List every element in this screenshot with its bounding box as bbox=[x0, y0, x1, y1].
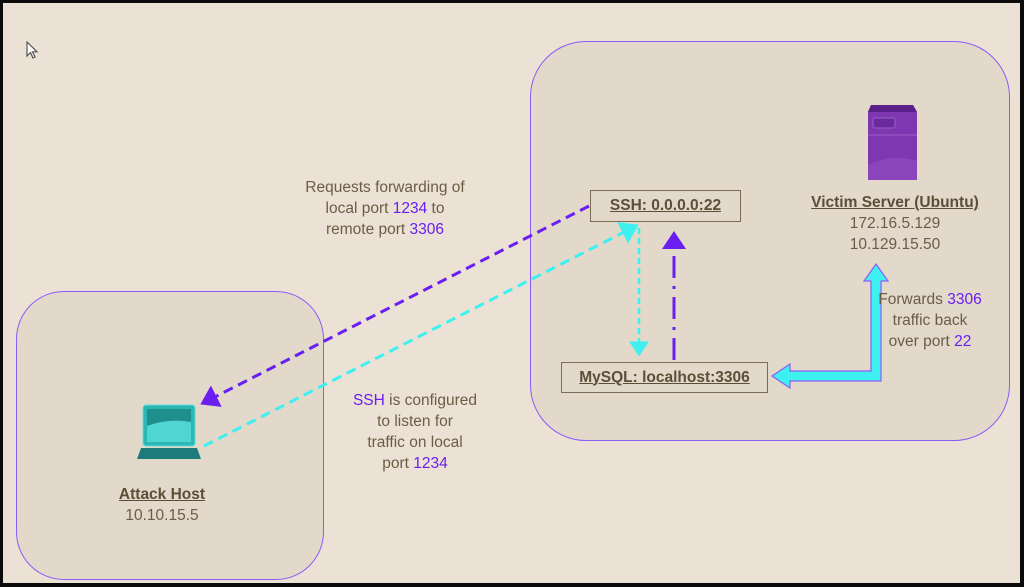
listen-annotation: SSH is configured to listen for traffic … bbox=[330, 390, 500, 474]
forward-line-3: over port 22 bbox=[888, 333, 972, 350]
server-icon bbox=[868, 105, 917, 180]
forward-line-2: traffic back bbox=[892, 312, 968, 329]
local-port-highlight: 1234 bbox=[392, 200, 428, 217]
request-line-2: local port 1234 to bbox=[325, 200, 445, 217]
mysql-service-box: MySQL: localhost:3306 bbox=[561, 362, 768, 393]
ssh-highlight: SSH bbox=[352, 392, 385, 409]
laptop-icon bbox=[137, 404, 201, 459]
victim-server-label: Victim Server (Ubuntu) 172.16.5.129 10.1… bbox=[790, 192, 1000, 255]
request-annotation: Requests forwarding of local port 1234 t… bbox=[280, 177, 490, 240]
attack-host-title: Attack Host bbox=[118, 486, 206, 503]
victim-server-ip-2: 10.129.15.50 bbox=[849, 236, 941, 253]
attack-host-label: Attack Host 10.10.15.5 bbox=[97, 484, 227, 526]
ssh-port-highlight: 22 bbox=[954, 333, 972, 350]
forward-annotation: Forwards 3306 traffic back over port 22 bbox=[870, 289, 990, 352]
request-line-3: remote port 3306 bbox=[325, 221, 445, 238]
ssh-service-box: SSH: 0.0.0.0:22 bbox=[590, 190, 741, 222]
forward-line-1: Forwards 3306 bbox=[878, 291, 982, 308]
request-line-1: Requests forwarding of bbox=[305, 179, 465, 196]
remote-port-highlight: 3306 bbox=[409, 221, 445, 238]
listen-line-1: SSH is configured bbox=[352, 392, 478, 409]
listen-port-highlight: 1234 bbox=[413, 455, 448, 472]
mouse-cursor-icon bbox=[26, 41, 39, 59]
victim-server-title: Victim Server (Ubuntu) bbox=[811, 194, 979, 211]
listen-line-4: port 1234 bbox=[382, 455, 448, 472]
attack-host-ip: 10.10.15.5 bbox=[125, 507, 199, 524]
listen-line-3: traffic on local bbox=[367, 434, 463, 451]
mysql-service-label: MySQL: localhost:3306 bbox=[579, 368, 750, 386]
victim-server-ip-1: 172.16.5.129 bbox=[849, 215, 941, 232]
ssh-service-label: SSH: 0.0.0.0:22 bbox=[609, 197, 722, 214]
forward-port-highlight: 3306 bbox=[947, 291, 982, 308]
listen-line-2: to listen for bbox=[377, 413, 453, 430]
